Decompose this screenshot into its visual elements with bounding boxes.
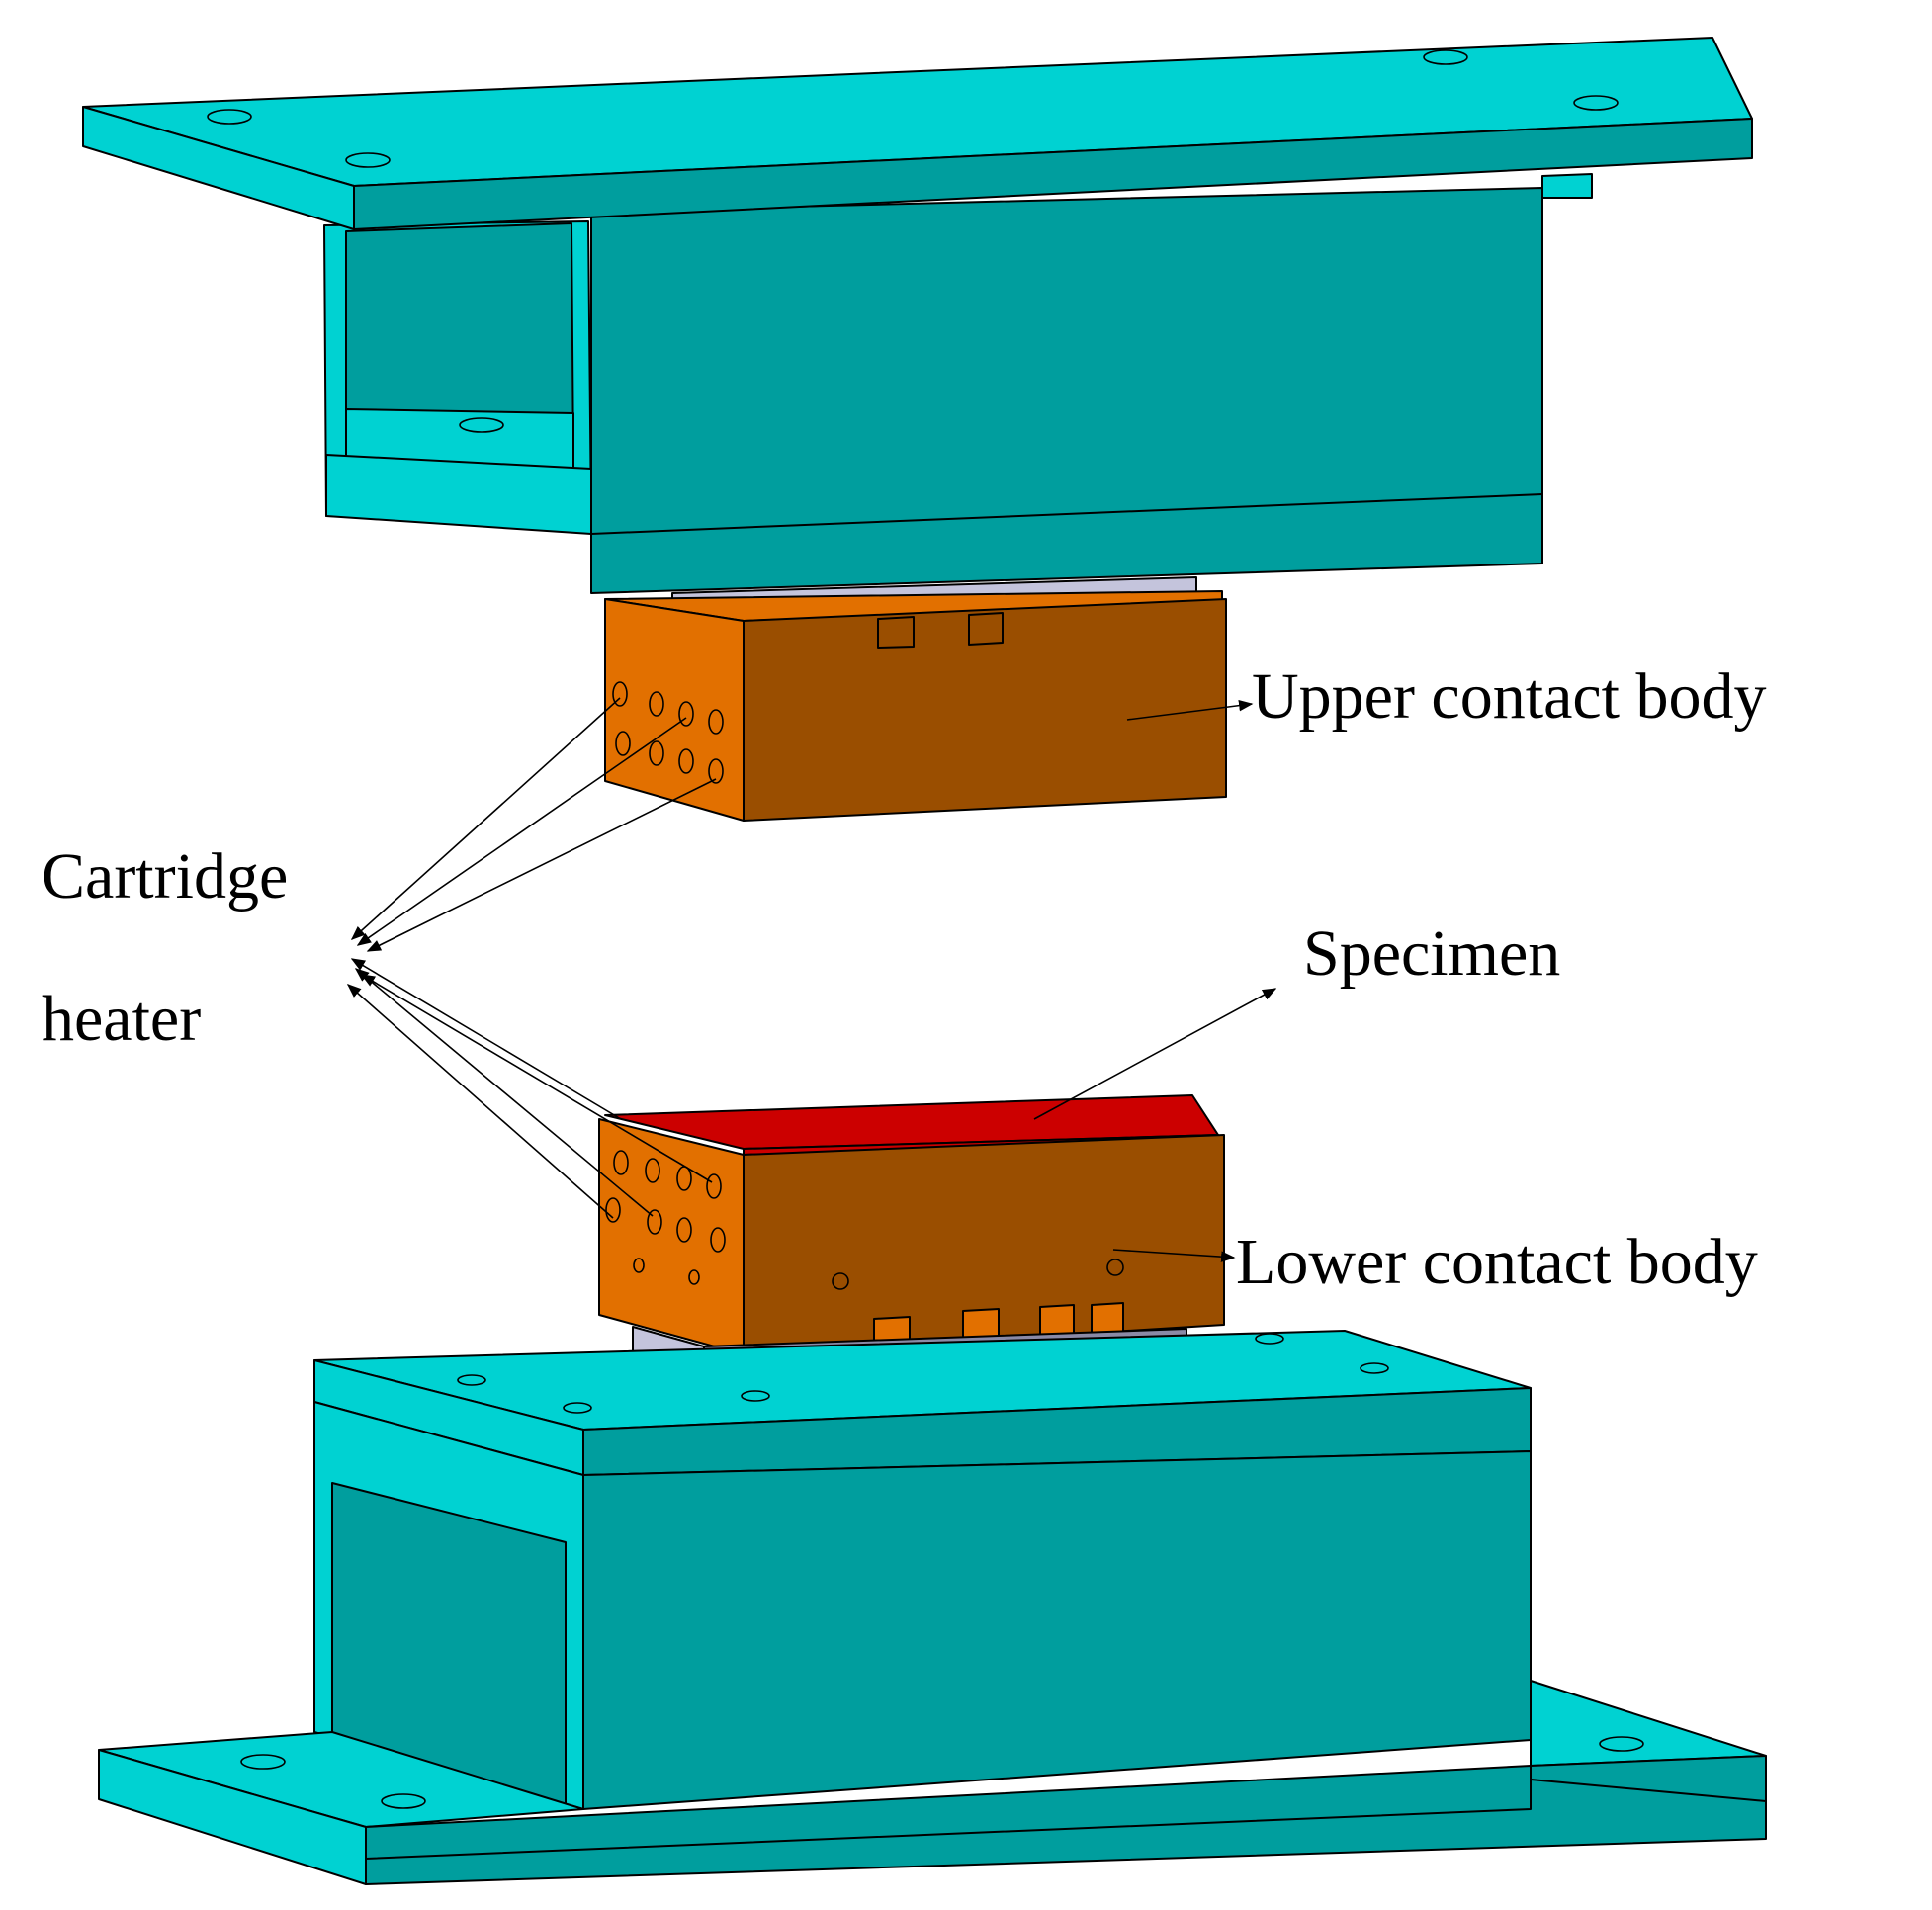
- upper-frame: [82, 37, 1753, 594]
- lower-frame: [98, 1330, 1767, 1885]
- upper-block-front-face: [743, 598, 1227, 822]
- label-upper-contact-body: Upper contact body: [1252, 660, 1767, 733]
- arrow-heater-4: [350, 958, 622, 1120]
- upper-plate-hole-1: [207, 109, 252, 125]
- lower-bottom-hole-1: [240, 1754, 286, 1770]
- upper-frame-left-band: [325, 454, 592, 535]
- upper-heater-holes: [612, 681, 724, 784]
- upper-frame-bolt-hole: [459, 417, 504, 433]
- upper-groove-1: [877, 616, 915, 649]
- upper-contact-body: [604, 576, 1227, 822]
- upper-plate-hole-2: [345, 152, 391, 168]
- label-specimen: Specimen: [1303, 917, 1560, 990]
- upper-frame-front-face: [590, 187, 1543, 594]
- lower-block-front-face: [743, 1134, 1225, 1355]
- arrow-heater-7: [346, 984, 614, 1219]
- arrow-specimen: [1033, 988, 1277, 1120]
- upper-groove-2: [968, 612, 1004, 646]
- lower-bottom-hole-2: [381, 1793, 426, 1809]
- upper-frame-plate-right-drop: [1541, 173, 1593, 199]
- label-lower-contact-body: Lower contact body: [1236, 1226, 1758, 1298]
- upper-plate-hole-3: [1423, 49, 1468, 65]
- label-heater: heater: [42, 983, 201, 1055]
- lower-right-hole: [1599, 1736, 1644, 1752]
- label-cartridge: Cartridge: [42, 840, 288, 912]
- upper-frame-plate-side-edge: [353, 118, 1753, 230]
- leader-lines: [346, 697, 1277, 1262]
- lower-top-hole-5: [1360, 1362, 1389, 1374]
- lower-top-hole-4: [1255, 1333, 1284, 1345]
- arrow-upper-body: [1126, 699, 1254, 721]
- lower-side-hole-2: [1106, 1259, 1124, 1276]
- upper-plate-hole-4: [1573, 95, 1619, 111]
- lower-side-hole-1: [832, 1272, 849, 1290]
- lower-top-hole-3: [741, 1390, 770, 1402]
- arrow-heater-5: [354, 968, 654, 1217]
- arrow-heater-6: [360, 974, 713, 1183]
- upper-block-left-face: [604, 598, 745, 822]
- lower-frame-front-face: [582, 1450, 1532, 1810]
- lower-block-left-face: [598, 1118, 745, 1355]
- lower-heater-holes: [605, 1150, 726, 1285]
- lower-frame-right-flange: [1530, 1680, 1767, 1767]
- lower-top-hole-2: [563, 1402, 592, 1414]
- lower-frame-bottom-front-strip: [365, 1765, 1532, 1860]
- arrow-heater-1: [350, 697, 621, 940]
- arrow-heater-2: [356, 717, 687, 946]
- lower-top-hole-1: [457, 1374, 486, 1386]
- arrow-lower-body: [1112, 1249, 1236, 1262]
- arrow-heater-3: [366, 778, 717, 952]
